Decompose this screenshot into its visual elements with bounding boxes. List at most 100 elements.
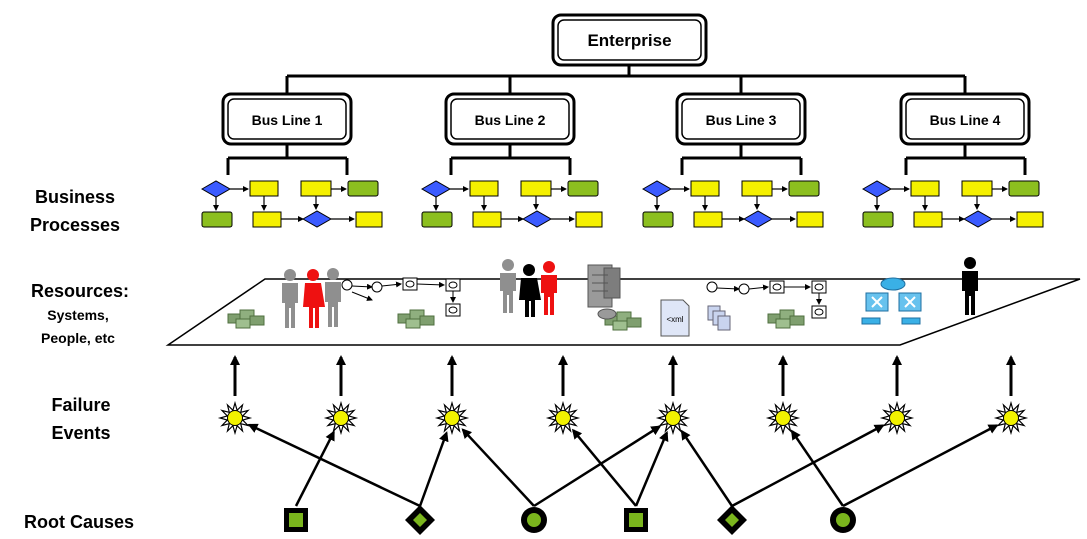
failure-events-label-line1: Failure xyxy=(51,395,110,415)
failure-event-star-icon xyxy=(765,400,801,436)
bus-line-label: Bus Line 1 xyxy=(252,112,323,128)
resources-label-line3: People, etc xyxy=(41,330,115,346)
process-end xyxy=(788,180,820,197)
bus-line-label: Bus Line 2 xyxy=(475,112,546,128)
process-start xyxy=(201,211,233,228)
process-flow xyxy=(641,180,824,228)
root-cause-square-icon xyxy=(284,508,308,532)
process-flow xyxy=(420,180,603,228)
business-processes-label-line2: Processes xyxy=(30,215,120,235)
bus-line-label: Bus Line 4 xyxy=(930,112,1001,128)
causal-arrow xyxy=(790,429,845,507)
decision-node xyxy=(861,180,893,198)
resources-label-line1: Resources: xyxy=(31,281,129,301)
causal-arrow xyxy=(731,424,885,508)
root-cause-diamond-icon xyxy=(405,505,435,535)
process-step xyxy=(796,211,824,228)
person-gray-icon xyxy=(500,259,516,313)
process-step xyxy=(355,211,383,228)
money-stack-icon xyxy=(397,309,435,329)
root-cause-square-icon xyxy=(624,508,648,532)
business-process-groups xyxy=(200,180,1044,228)
process-step xyxy=(472,211,502,228)
causal-arrow xyxy=(461,428,535,507)
process-start xyxy=(642,211,674,228)
process-step xyxy=(913,211,943,228)
person-black-icon xyxy=(962,257,978,315)
person-gray-icon xyxy=(325,268,341,327)
process-step xyxy=(693,211,723,228)
row-labels: Business Processes Resources: Systems, P… xyxy=(24,187,134,532)
enterprise-node: Enterprise xyxy=(551,13,708,67)
server-icon xyxy=(587,264,621,320)
resources-label-line2: Systems, xyxy=(47,307,108,323)
money-stack-icon xyxy=(767,309,805,329)
causal-arrow xyxy=(634,430,669,507)
failure-events xyxy=(217,400,1029,436)
person-red-icon xyxy=(303,269,325,328)
process-end xyxy=(567,180,599,197)
people-group-icon xyxy=(500,259,557,317)
enterprise-label: Enterprise xyxy=(587,31,671,50)
bus-lines: Bus Line 1 Bus Line 2 Bus Line 3 Bus Line 4 xyxy=(221,92,1031,175)
decision-node xyxy=(962,210,994,228)
bus-line-node: Bus Line 3 xyxy=(675,92,807,175)
process-step xyxy=(249,180,279,197)
causal-arrow xyxy=(533,425,662,508)
failure-event-star-icon xyxy=(434,400,470,436)
bus-line-node: Bus Line 1 xyxy=(221,92,353,175)
causal-arrow xyxy=(294,430,335,507)
root-causes xyxy=(284,505,856,535)
process-start xyxy=(862,211,894,228)
decision-node xyxy=(420,180,452,198)
process-step xyxy=(741,180,773,197)
failure-event-star-icon xyxy=(993,400,1029,436)
bus-line-node: Bus Line 2 xyxy=(444,92,576,175)
process-end xyxy=(1008,180,1040,197)
failure-event-star-icon xyxy=(545,400,581,436)
decision-node xyxy=(200,180,232,198)
process-step xyxy=(252,211,282,228)
network-router-icon xyxy=(861,277,922,325)
process-step xyxy=(469,180,499,197)
root-cause-circle-icon xyxy=(521,507,547,533)
causal-arrow xyxy=(680,429,734,507)
process-end xyxy=(347,180,379,197)
documents-icon xyxy=(707,305,731,331)
causal-arrow xyxy=(418,431,449,507)
person-black-icon xyxy=(519,264,541,317)
failure-event-star-icon xyxy=(879,400,915,436)
failure-event-star-icon xyxy=(655,400,691,436)
causal-arrow xyxy=(247,423,421,508)
process-step xyxy=(1016,211,1044,228)
failure-event-star-icon xyxy=(323,400,359,436)
bus-line-label: Bus Line 3 xyxy=(706,112,777,128)
root-cause-arrows xyxy=(247,423,999,508)
root-cause-circle-icon xyxy=(830,507,856,533)
process-step xyxy=(961,180,993,197)
decision-node xyxy=(521,210,553,228)
root-causes-label: Root Causes xyxy=(24,512,134,532)
process-step xyxy=(300,180,332,197)
people-group-icon xyxy=(282,268,341,328)
process-start xyxy=(421,211,453,228)
failure-to-resource-arrows xyxy=(230,355,1016,396)
business-processes-label-line1: Business xyxy=(35,187,115,207)
decision-node xyxy=(742,210,774,228)
money-stack-icon xyxy=(227,309,265,329)
hierarchy-connectors xyxy=(285,65,967,94)
person-red-icon xyxy=(541,261,557,315)
process-step xyxy=(690,180,720,197)
decision-node xyxy=(301,210,333,228)
process-step xyxy=(575,211,603,228)
bus-line-node: Bus Line 4 xyxy=(899,92,1031,175)
process-flow xyxy=(200,180,383,228)
failure-events-label-line2: Events xyxy=(51,423,110,443)
root-cause-diamond-icon xyxy=(717,505,747,535)
causal-arrow xyxy=(842,424,999,508)
xml-document-icon: <xml xyxy=(660,299,690,337)
xml-label: <xml xyxy=(666,315,683,324)
workflow-icon xyxy=(341,277,461,317)
process-step xyxy=(910,180,940,197)
